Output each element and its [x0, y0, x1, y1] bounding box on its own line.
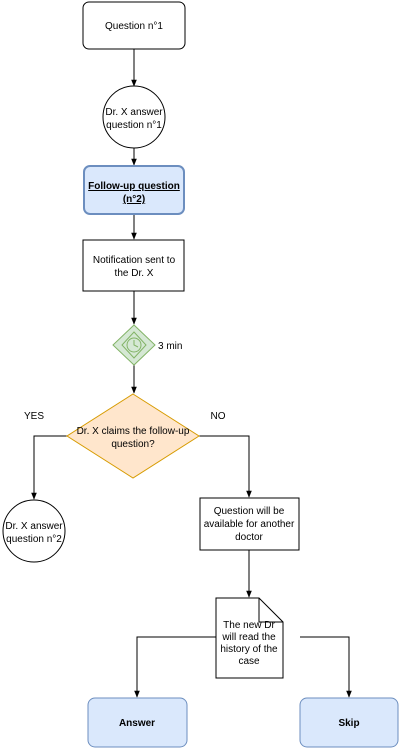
timer-icon — [121, 331, 147, 359]
node-question-1-label: Question n°1 — [105, 21, 163, 32]
node-follow-up-line-2: (n°2) — [123, 194, 145, 205]
node-available: Question will be available for another d… — [199, 497, 300, 551]
skip-button[interactable]: Skip — [299, 697, 399, 748]
node-answer-2-line-2: question n°2 — [6, 534, 62, 545]
edge-history-to-answer — [134, 636, 216, 698]
node-history-line-3: history of the — [220, 644, 278, 655]
node-notification-line-1: Notification sent to — [93, 255, 176, 266]
node-follow-up-line-1: Follow-up question — [88, 181, 180, 192]
edges — [31, 49, 352, 698]
answer-button[interactable]: Answer — [87, 697, 188, 748]
node-answer-2-line-1: Dr. X answer — [5, 521, 63, 532]
node-decision-line-2: question? — [111, 439, 155, 450]
edge-label-yes: YES — [24, 411, 44, 422]
node-history-line-1: The new Dr — [223, 620, 275, 631]
edge-decision-no — [199, 435, 252, 498]
edge-label-no: NO — [211, 411, 226, 422]
node-available-line-1: Question will be — [214, 506, 285, 517]
node-decision: Dr. X claims the follow-up question? — [66, 393, 200, 479]
node-answer-1: Dr. X answer question n°1 — [102, 85, 166, 149]
node-timer-label: 3 min — [158, 341, 182, 352]
node-follow-up: Follow-up question (n°2) — [83, 165, 185, 215]
node-timer: 3 min — [112, 324, 182, 366]
answer-button-label: Answer — [119, 718, 155, 729]
node-available-line-2: available for another — [204, 519, 295, 530]
node-notification: Notification sent to the Dr. X — [82, 239, 185, 292]
skip-button-label: Skip — [338, 718, 359, 729]
node-history: The new Dr will read the history of the … — [215, 597, 284, 679]
node-notification-line-2: the Dr. X — [115, 268, 154, 279]
node-answer-2: Dr. X answer question n°2 — [2, 499, 66, 563]
node-question-1: Question n°1 — [82, 1, 186, 50]
node-history-line-2: will read the — [221, 632, 276, 643]
edge-history-to-skip — [300, 636, 352, 698]
node-answer-1-line-1: Dr. X answer — [105, 107, 163, 118]
node-available-line-3: doctor — [235, 532, 263, 543]
node-history-line-4: case — [238, 656, 260, 667]
edge-decision-yes — [31, 435, 67, 500]
node-decision-line-1: Dr. X claims the follow-up — [77, 426, 190, 437]
node-answer-1-line-2: question n°1 — [106, 120, 162, 131]
